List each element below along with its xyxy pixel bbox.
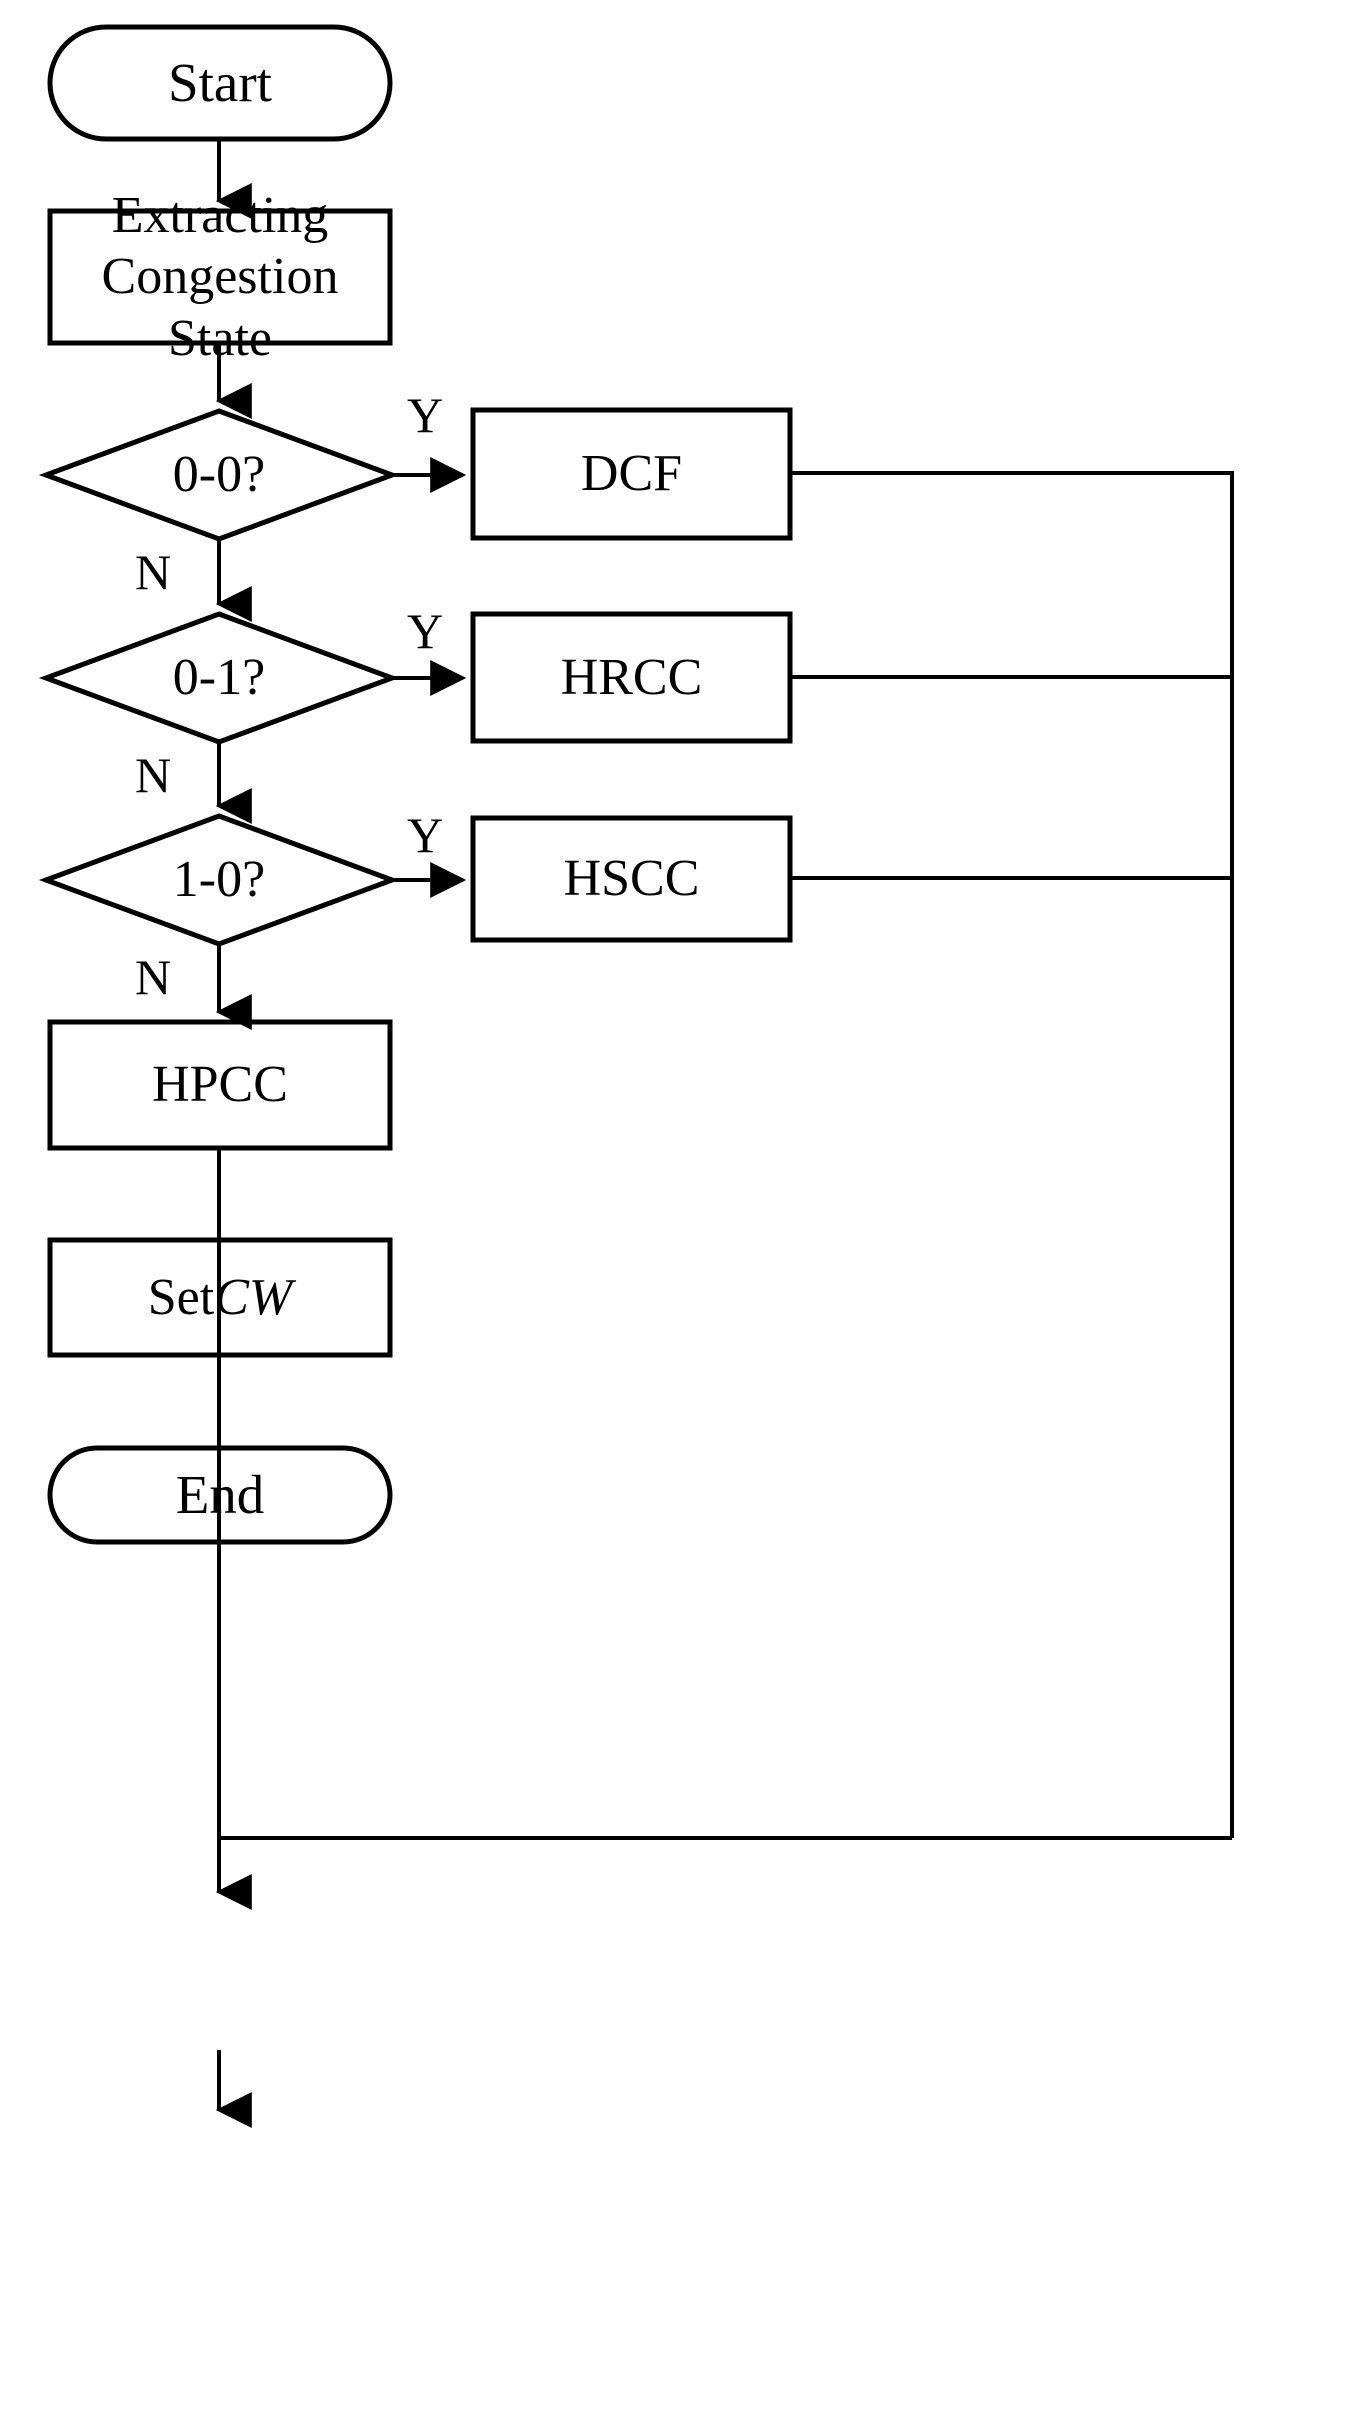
decision1-shape (38, 408, 400, 542)
hpcc-shape (47, 1019, 393, 1151)
extract-shape (47, 208, 393, 346)
decision3-shape (38, 813, 400, 947)
hrcc-shape (470, 611, 793, 744)
hscc-shape (470, 815, 793, 943)
decision2-shape (38, 611, 400, 745)
dcf-shape (470, 407, 793, 541)
start-shape (47, 24, 393, 142)
edge-dcf-bus (790, 471, 1234, 1838)
